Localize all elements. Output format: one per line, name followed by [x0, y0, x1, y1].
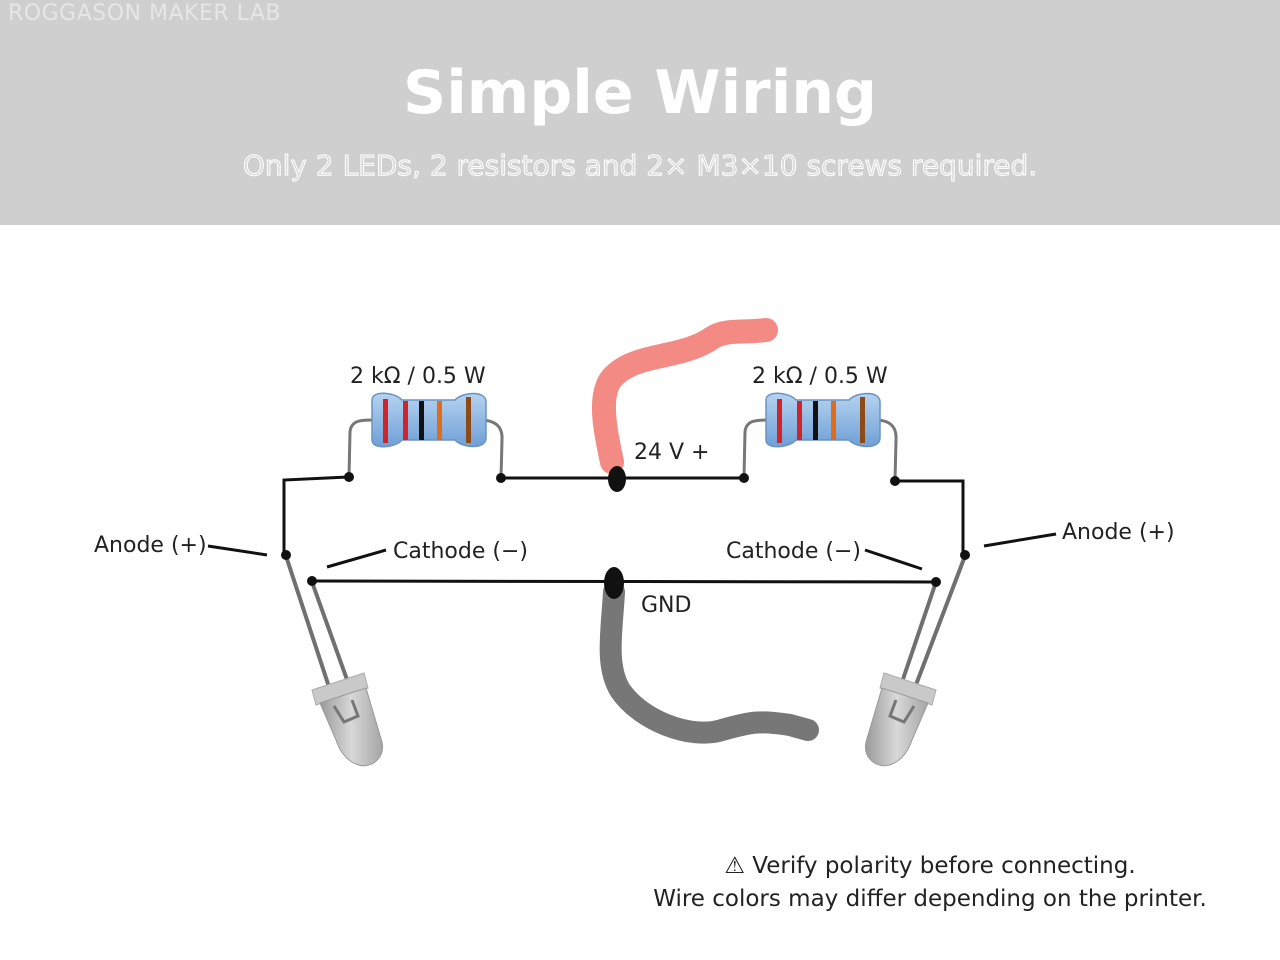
page-subtitle: Only 2 LEDs, 2 resistors and 2× M3×10 sc… [242, 149, 1038, 183]
note-text: Wire colors may differ depending on the … [653, 886, 1207, 912]
page-title: Simple Wiring [403, 58, 877, 128]
warning-icon: ⚠ [724, 853, 745, 879]
circuit-wires [282, 475, 965, 584]
led-left [311, 672, 384, 767]
resistor-left-label: 2 kΩ / 0.5 W [350, 364, 486, 389]
brand-name: ROGGASON MAKER LAB [8, 1, 282, 26]
warning-line: ⚠ Verify polarity before connecting. [600, 850, 1260, 883]
anode-left-label: Anode (+) [94, 533, 207, 558]
led-legs [284, 555, 967, 691]
ground-label: GND [641, 593, 691, 618]
junction-dots [281, 466, 970, 599]
ground-wire [599, 581, 819, 744]
leader-lines [207, 532, 1057, 571]
warning-text: Verify polarity before connecting. [752, 853, 1136, 879]
led-right [864, 672, 937, 767]
supply-wire [591, 318, 778, 474]
resistor-left [347, 392, 504, 479]
resistor-right-label: 2 kΩ / 0.5 W [752, 364, 888, 389]
resistor-right [742, 392, 898, 482]
supply-label: 24 V + [634, 440, 709, 465]
cathode-left-label: Cathode (−) [393, 539, 528, 564]
anode-right-label: Anode (+) [1062, 520, 1175, 545]
header-banner: ROGGASON MAKER LAB Simple Wiring Only 2 … [0, 0, 1280, 225]
cathode-right-label: Cathode (−) [726, 539, 861, 564]
footer-notes: ⚠ Verify polarity before connecting. Wir… [600, 850, 1260, 916]
